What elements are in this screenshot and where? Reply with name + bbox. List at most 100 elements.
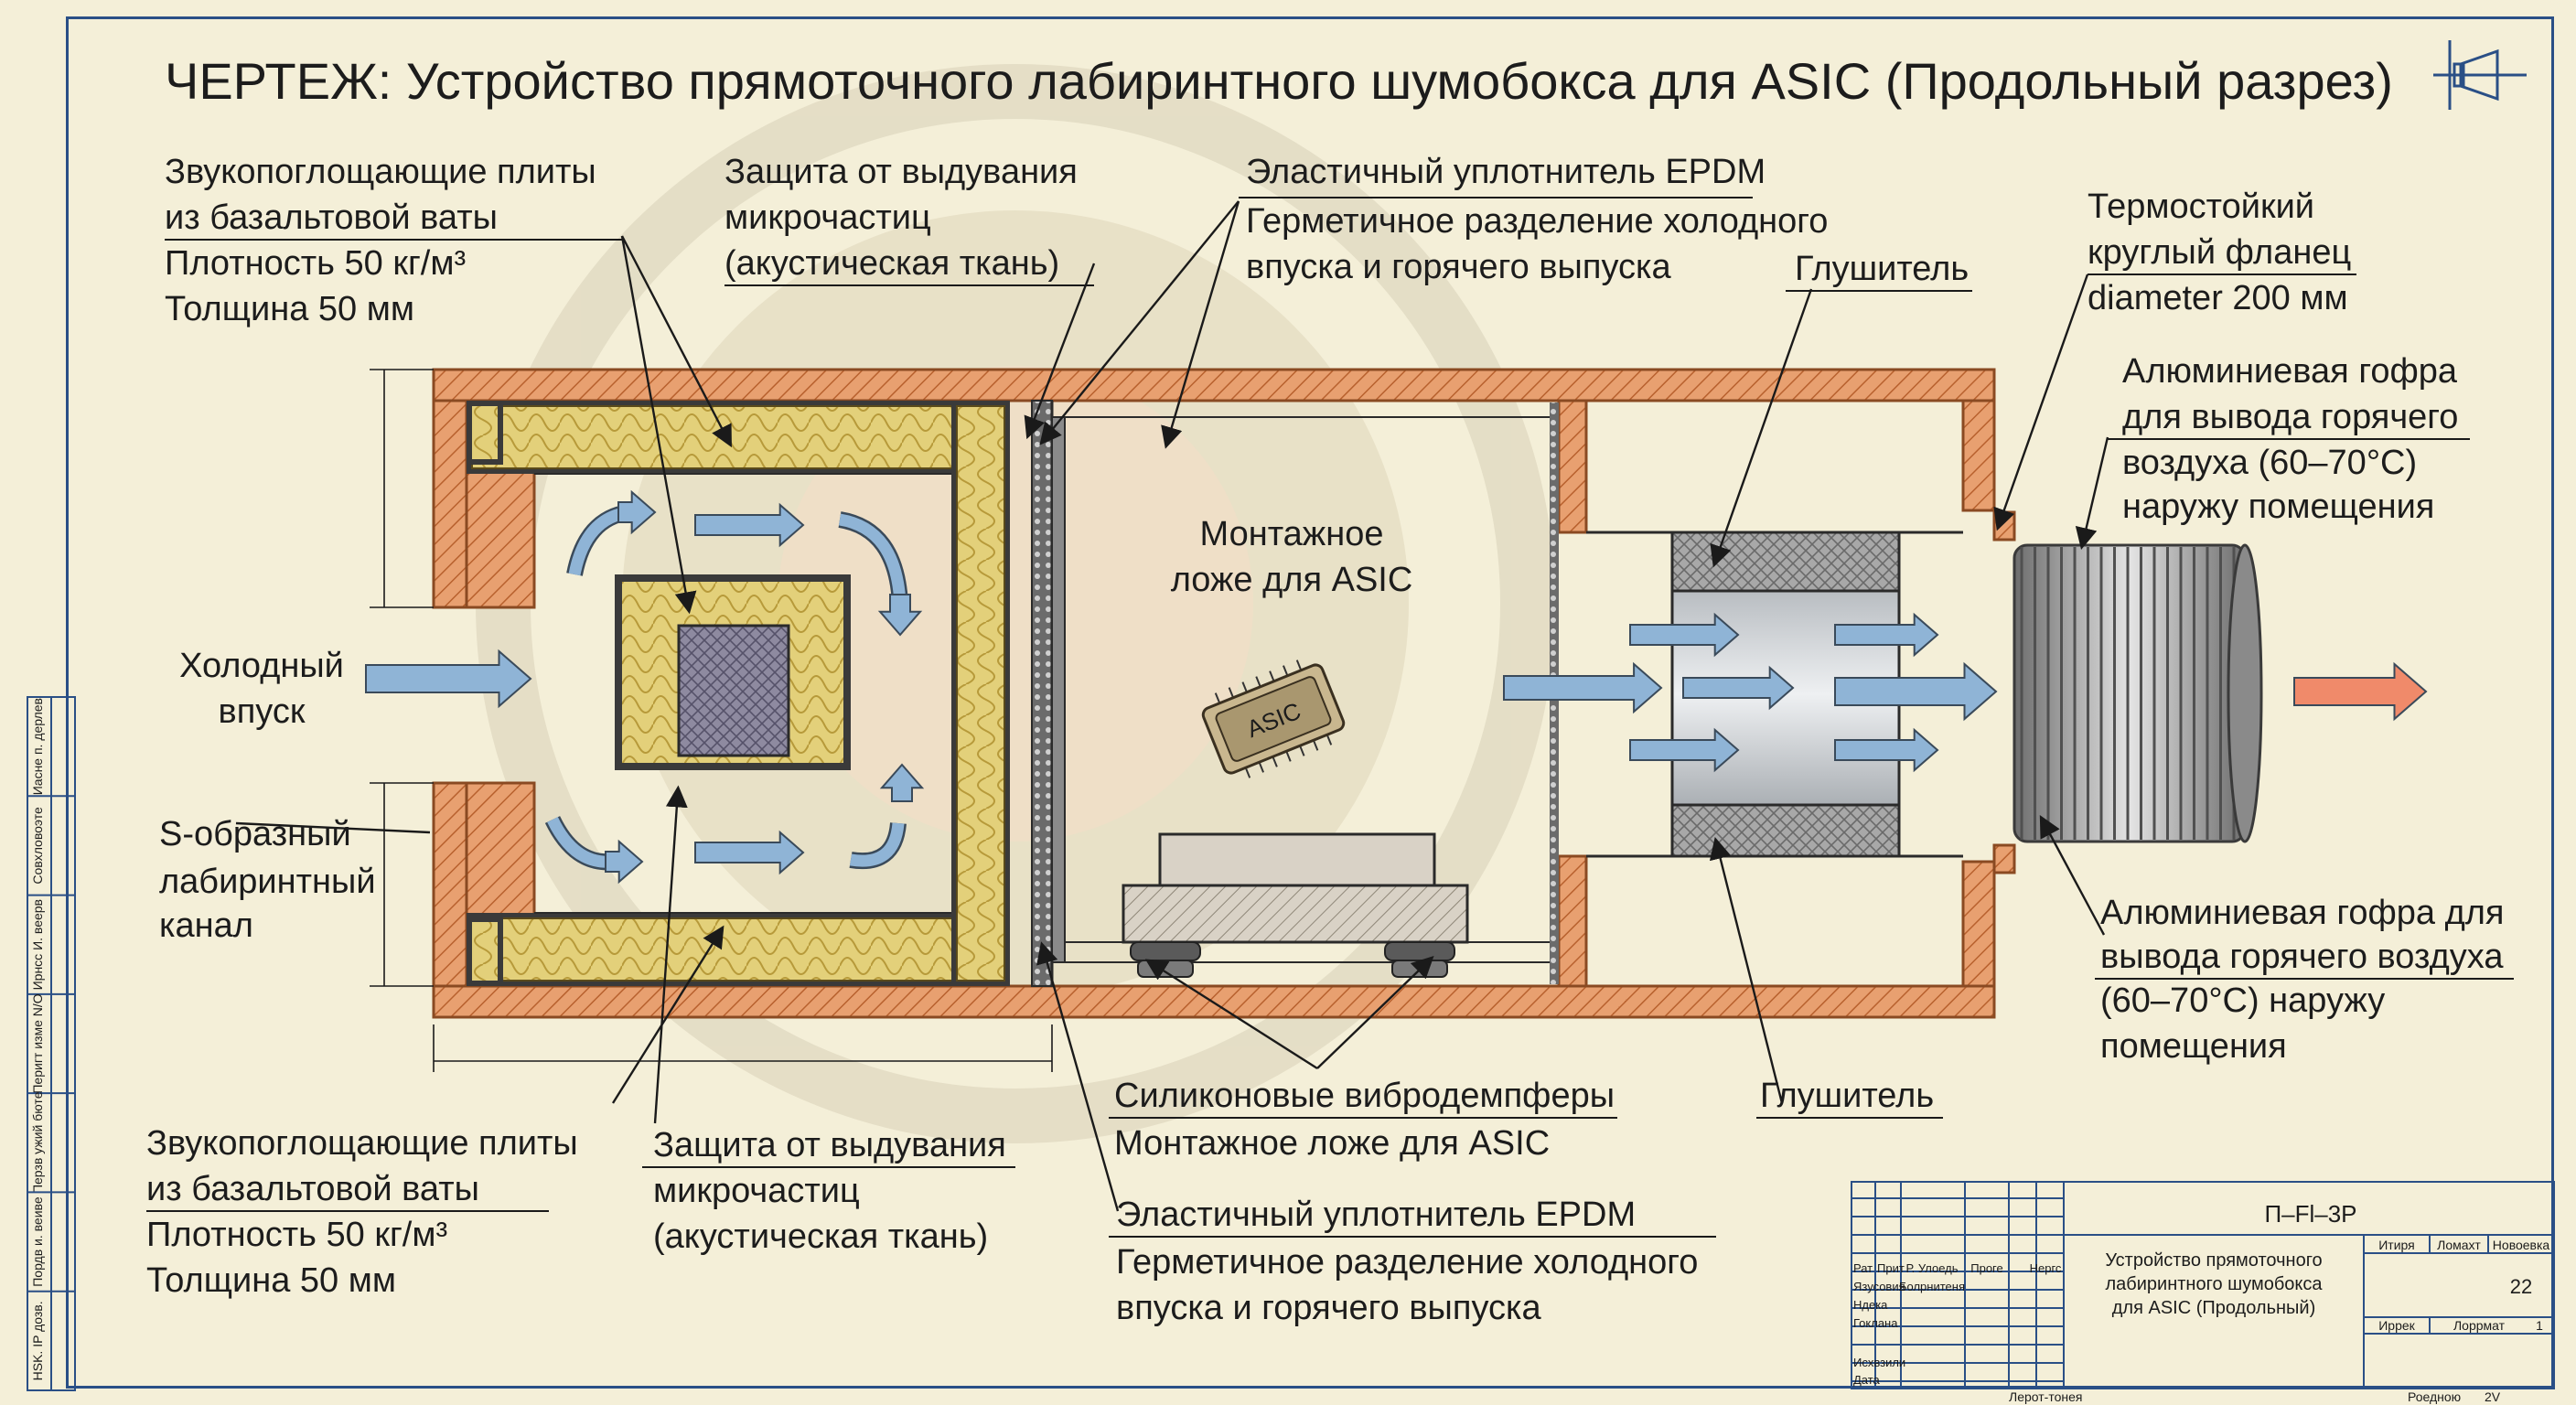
gofra-top-line-3: воздуха (60–70°C) [2122, 444, 2417, 482]
epdm-top-line-1: Эластичный уплотнитель EPDM [1246, 153, 1766, 191]
title-block-footer-3: 2V [2485, 1389, 2501, 1404]
mount-bed-line-1: Монтажное [1200, 515, 1384, 553]
s-channel-line-3: канал [159, 906, 253, 945]
label-dampers: Силиконовые вибродемпферы Монтажное ложе… [1109, 1077, 1617, 1163]
title-block-footer-1: Лерот-тонея [2009, 1389, 2082, 1404]
fabric-top-line-3: (акустическая ткань) [724, 244, 1059, 283]
title-block-desc-2: лабиринтного шумобокса [2106, 1274, 2324, 1294]
projection-symbol-icon [2433, 40, 2527, 110]
channel-curve-2 [838, 513, 907, 605]
title-block-role-header: Рат [1853, 1261, 1873, 1275]
cold-inlet-line-2: впуск [219, 692, 306, 731]
cold-inlet-arrow [365, 649, 532, 709]
asic-chip: ASIC [1201, 660, 1346, 778]
gofra-bottom-line-4: помещения [2100, 1027, 2287, 1066]
fabric-bottom-line-1: Защита от выдувания [653, 1126, 1006, 1164]
label-fabric-bottom: Защита от выдувания микрочастиц (акустич… [642, 1126, 1015, 1256]
title-block-footer-2: Роедною [2408, 1389, 2461, 1404]
s-channel-line-1: S-образный [159, 815, 351, 853]
channel-curve-4-head [605, 839, 644, 885]
mount-bed-line-2: ложе для ASIC [1171, 561, 1413, 599]
label-gofra-bottom: Алюминиевая гофра для вывода горячего во… [2095, 894, 2514, 1066]
title-block-sub-1: Иррек [2378, 1318, 2415, 1333]
channel-curve-3-head [879, 763, 925, 802]
title-block-role: Дата [1853, 1373, 1881, 1387]
title-block-role-header: Проге [1970, 1261, 2003, 1275]
wool-bottom-line-1: Звукопоглощающие плиты [146, 1124, 578, 1163]
channel-curve-1-head [617, 489, 657, 535]
title-block-col-2: Ломахт [2437, 1238, 2481, 1252]
gofra-bottom-line-2: вывода горячего воздуха [2100, 938, 2504, 976]
epdm-bottom-line-3: впуска и горячего выпуска [1116, 1289, 1541, 1327]
label-fabric-top: Защита от выдувания микрочастиц (акустич… [724, 153, 1094, 286]
muffler-arrow-4 [1834, 612, 1939, 658]
title-block-role: Ндека [1853, 1298, 1888, 1312]
fabric-top-line-1: Защита от выдувания [724, 153, 1078, 191]
muffler-arrow-6 [1834, 661, 1998, 722]
gofra-top-line-2: для вывода горячего [2122, 398, 2458, 436]
basalt-wool-layers [467, 401, 1010, 986]
label-s-channel: S-образный лабиринтный канал [159, 815, 376, 945]
corrugated-hose [2012, 543, 2263, 843]
channel-arrow-top [694, 502, 805, 548]
title-block-role-header: Нергс [2030, 1261, 2062, 1275]
side-stamp-cell: Пордв и. веиве [30, 1196, 45, 1287]
drawing-title: ЧЕРТЕЖ: Устройство прямоточного лабиринт… [165, 52, 2393, 110]
title-block-role: Язусовия [1853, 1280, 1905, 1293]
flange-line-3: diameter 200 мм [2088, 279, 2348, 317]
hot-exhaust-arrow [2293, 661, 2428, 722]
title-block-sheet-value: 22 [2510, 1275, 2532, 1298]
dimension-lines [370, 369, 1053, 1072]
chamber-to-muffler-arrow [1503, 661, 1663, 714]
vibration-damper-right [1384, 941, 1455, 978]
title-block-code: П–Fl–3Р [2264, 1200, 2356, 1228]
muffler-arrow-1 [1629, 612, 1740, 658]
wool-top-line-4: Толщина 50 мм [165, 290, 414, 328]
epdm-top-line-3: впуска и горячего выпуска [1246, 248, 1671, 286]
flange-line-2: круглый фланец [2088, 233, 2351, 272]
label-flange: Термостойкий круглый фланец diameter 200… [2088, 188, 2356, 317]
flange-line-1: Термостойкий [2088, 188, 2314, 226]
epdm-top-line-2: Герметичное разделение холодного [1246, 202, 1828, 241]
title-block-role-header: Прит [1877, 1261, 1905, 1275]
channel-curve-2-head [877, 594, 923, 637]
epdm-bottom-line-1: Эластичный уплотнитель EPDM [1116, 1196, 1636, 1234]
title-block-role-header: Р. Улоедь [1905, 1261, 1958, 1275]
airflow-arrows [365, 489, 2428, 885]
channel-arrow-bottom [694, 830, 805, 875]
fabric-bottom-line-2: микрочастиц [653, 1172, 860, 1210]
title-block-sub-2: Лоррмат [2453, 1318, 2506, 1333]
channel-curve-3 [849, 822, 905, 867]
title-block-desc-3: для ASIC (Продольный) [2112, 1298, 2316, 1318]
label-epdm-bottom: Эластичный уплотнитель EPDM Герметичное … [1109, 1196, 1716, 1327]
wool-top-line-1: Звукопоглощающие плиты [165, 153, 596, 191]
label-wool-bottom: Звукопоглощающие плиты из базальтовой ва… [146, 1124, 578, 1300]
title-block-role: Гоклана [1853, 1316, 1898, 1330]
gofra-bottom-line-1: Алюминиевая гофра для [2100, 894, 2505, 932]
wool-bottom-line-4: Толщина 50 мм [146, 1261, 396, 1300]
label-gofra-top: Алюминиевая гофра для вывода горячего во… [2108, 352, 2470, 526]
muffler-arrow-3 [1682, 665, 1795, 711]
label-mount-bed: Монтажное ложе для ASIC [1171, 515, 1413, 599]
wool-top-line-2: из базальтовой ваты [165, 198, 498, 237]
side-stamp-cell: HSK. IP дозв. [30, 1301, 45, 1380]
fabric-top-line-2: микрочастиц [724, 198, 931, 237]
title-block-col-1: Итиря [2378, 1238, 2415, 1252]
title-block-sub-3: 1 [2536, 1318, 2543, 1333]
wool-bottom-line-3: Плотность 50 кг/м³ [146, 1216, 447, 1254]
muffler-top-text: Глушитель [1795, 250, 1969, 288]
label-muffler-bottom: Глушитель [1756, 1077, 1943, 1119]
label-cold-inlet: Холодный впуск [179, 647, 344, 731]
side-stamp-cell: Ирнсс И. веерв [30, 899, 45, 990]
side-stamp-cell: Перзв ужий бюте [30, 1091, 45, 1194]
wool-bottom-line-2: из базальтовой ваты [146, 1170, 479, 1208]
title-block-role: Исхвзили [1853, 1356, 1905, 1369]
dampers-line-2: Монтажное ложе для ASIC [1114, 1124, 1550, 1163]
muffler-bottom-text: Глушитель [1760, 1077, 1934, 1115]
epdm-seal [1031, 400, 1066, 987]
gofra-top-line-4: наружу помещения [2122, 488, 2434, 526]
mounting-bed [1122, 832, 1469, 978]
